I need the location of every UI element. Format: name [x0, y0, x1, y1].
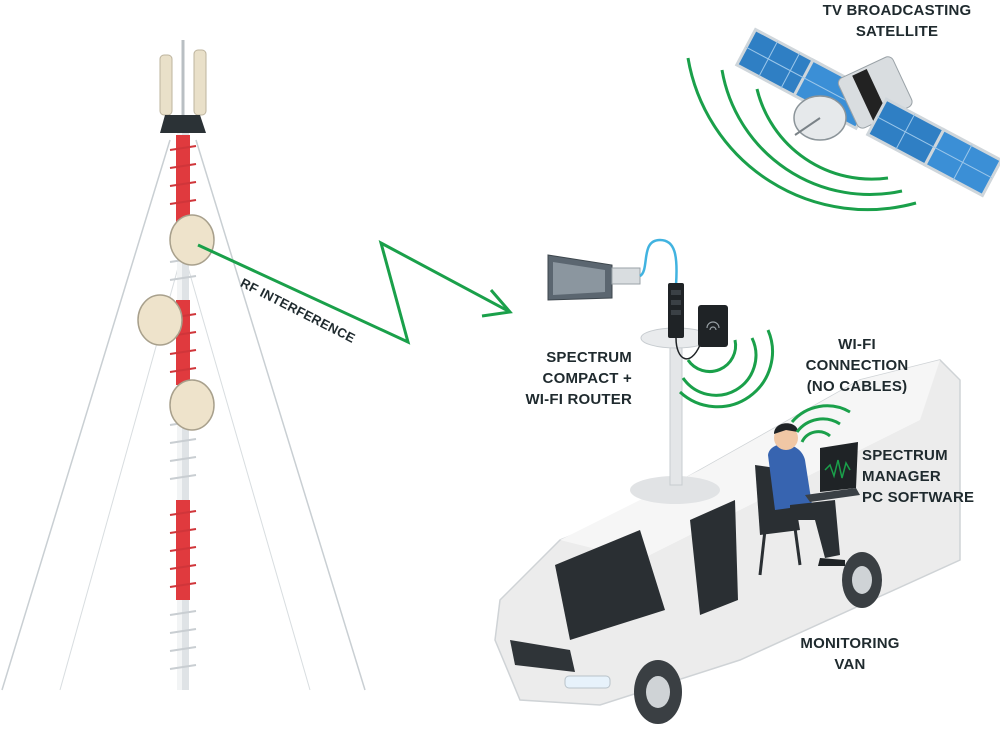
spectrum-compact-label: SPECTRUM COMPACT + WI-FI ROUTER: [510, 347, 632, 410]
spectrum-manager-label-line-2: MANAGER: [862, 468, 941, 485]
spectrum-compact-label-line-3: WI-FI ROUTER: [525, 391, 632, 408]
rf-interference-arrow: [197, 240, 513, 345]
monitoring-van-label: MONITORING VAN: [790, 633, 910, 675]
spectrum-analyzer-icon: [668, 283, 701, 360]
satellite-label-line-2: SATELLITE: [855, 23, 939, 40]
cell-tower-icon: [1, 40, 366, 691]
operator-icon: [755, 423, 845, 576]
monitoring-van-label-line-2: VAN: [834, 656, 866, 673]
wifi-connection-label-line-1: WI-FI: [838, 336, 876, 353]
spectrum-manager-label-line-1: SPECTRUM: [862, 447, 948, 464]
monitoring-van-label-line-1: MONITORING: [800, 635, 900, 652]
spectrum-manager-label: SPECTRUM MANAGER PC SOFTWARE: [862, 445, 987, 508]
wifi-waves-icon: [678, 329, 774, 409]
satellite-label: TV BROADCASTING SATELLITE: [812, 0, 982, 42]
satellite-signal-waves: [686, 57, 917, 212]
satellite-label-line-1: TV BROADCASTING: [822, 2, 972, 19]
spectrum-manager-label-line-3: PC SOFTWARE: [862, 489, 975, 506]
laptop-icon: [805, 442, 860, 502]
wifi-connection-label-line-2: CONNECTION: [805, 357, 909, 374]
wifi-connection-label-line-3: (NO CABLES): [806, 378, 908, 395]
spectrum-compact-label-line-2: COMPACT +: [542, 370, 632, 387]
spectrum-compact-label-line-1: SPECTRUM: [546, 349, 632, 366]
satellite-icon: [734, 27, 1000, 198]
laptop-wifi-waves-icon: [790, 404, 851, 443]
horn-antenna-icon: [547, 238, 678, 301]
wifi-connection-label: WI-FI CONNECTION (NO CABLES): [792, 334, 922, 397]
wifi-router-icon: [698, 305, 728, 347]
